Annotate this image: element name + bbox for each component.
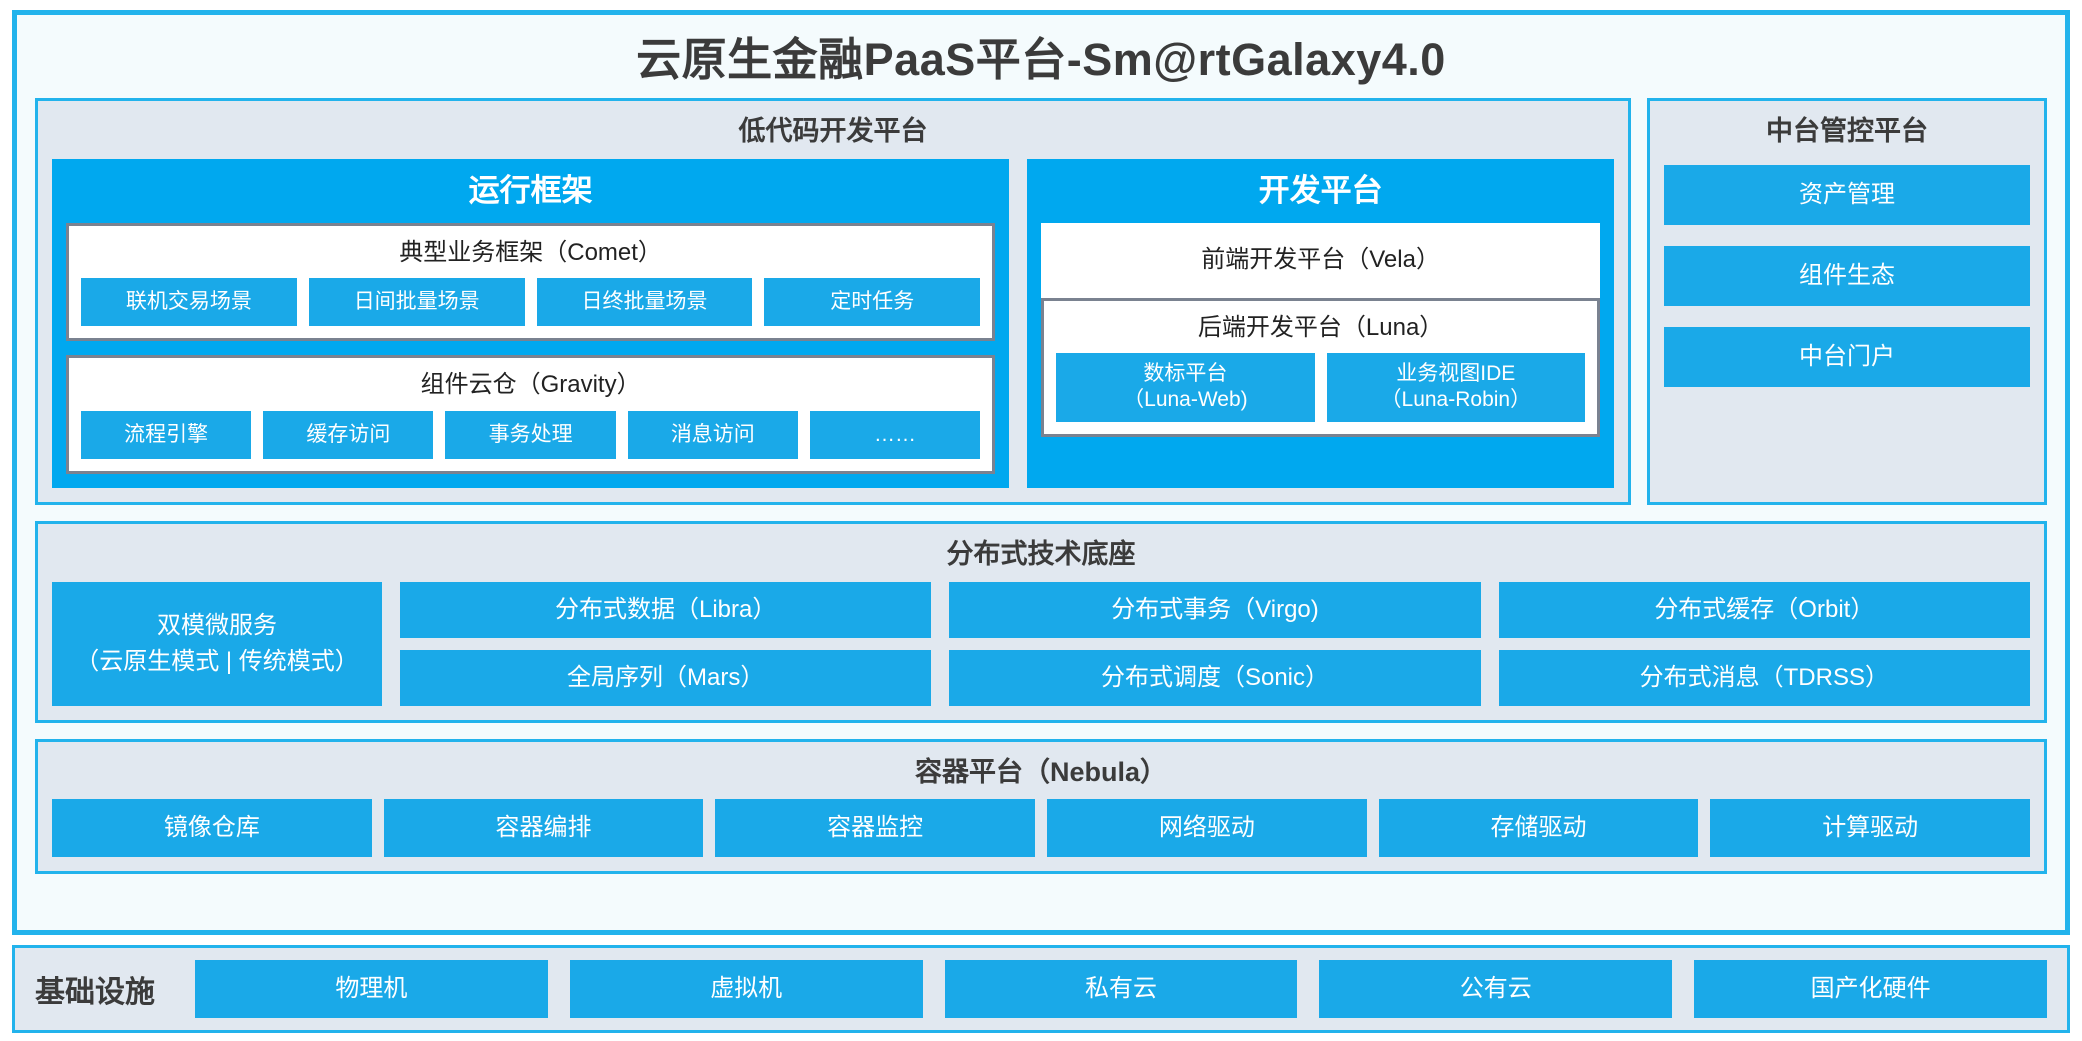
container-item[interactable]: 存储驱动 — [1378, 799, 1699, 858]
top-row: 低代码开发平台 运行框架 典型业务框架（Comet） 联机交易场景 日间批量场景… — [35, 98, 2047, 505]
backend-chip-luna-robin[interactable]: 业务视图IDE （Luna-Robin） — [1326, 353, 1586, 422]
distributed-item[interactable]: 分布式数据（Libra） — [400, 581, 932, 638]
comet-chip-row: 联机交易场景 日间批量场景 日终批量场景 定时任务 — [81, 278, 981, 327]
gravity-chip-row: 流程引擎 缓存访问 事务处理 消息访问 …… — [81, 410, 981, 459]
backend-platform-group: 后端开发平台（Luna） 数标平台 （Luna-Web) 业务视图IDE （Lu… — [1041, 297, 1600, 437]
comet-chip[interactable]: 日终批量场景 — [536, 278, 753, 327]
gravity-chip[interactable]: 缓存访问 — [263, 410, 434, 459]
distributed-item[interactable]: 分布式事务（Virgo) — [949, 581, 1481, 638]
distributed-item[interactable]: 分布式调度（Sonic） — [949, 649, 1481, 706]
backend-chip-label: 数标平台 — [1143, 362, 1228, 386]
infrastructure-label: 基础设施 — [35, 976, 155, 1009]
infrastructure-item[interactable]: 私有云 — [944, 960, 1298, 1018]
dual-mode-microservice-box[interactable]: 双模微服务 （云原生模式 | 传统模式） — [52, 581, 382, 706]
runtime-framework-title: 运行框架 — [468, 172, 593, 208]
control-platform-item[interactable]: 组件生态 — [1664, 245, 2030, 306]
development-platform-title: 开发平台 — [1258, 172, 1383, 208]
gravity-group: 组件云仓（Gravity） 流程引擎 缓存访问 事务处理 消息访问 …… — [66, 355, 996, 474]
infrastructure-item[interactable]: 国产化硬件 — [1694, 960, 2047, 1018]
comet-chip[interactable]: 联机交易场景 — [81, 278, 297, 327]
distributed-foundation-panel: 分布式技术底座 双模微服务 （云原生模式 | 传统模式） 分布式数据（Libra… — [35, 520, 2047, 723]
control-platform-title: 中台管控平台 — [1766, 116, 1928, 146]
backend-chip-row: 数标平台 （Luna-Web) 业务视图IDE （Luna-Robin） — [1056, 353, 1586, 422]
backend-chip-luna-web[interactable]: 数标平台 （Luna-Web) — [1056, 353, 1315, 422]
container-chip-row: 镜像仓库 容器编排 容器监控 网络驱动 存储驱动 计算驱动 — [52, 799, 2031, 858]
lowcode-platform-panel: 低代码开发平台 运行框架 典型业务框架（Comet） 联机交易场景 日间批量场景… — [35, 98, 1631, 505]
container-platform-panel: 容器平台（Nebula） 镜像仓库 容器编排 容器监控 网络驱动 存储驱动 计算… — [35, 738, 2047, 875]
infrastructure-item[interactable]: 虚拟机 — [569, 960, 923, 1018]
gravity-group-title: 组件云仓（Gravity） — [420, 371, 641, 399]
gravity-chip-more[interactable]: …… — [809, 410, 981, 459]
development-platform-box: 开发平台 前端开发平台（Vela） 后端开发平台（Luna） 数标平台 （Lun… — [1027, 158, 1614, 488]
frontend-platform-box[interactable]: 前端开发平台（Vela） — [1041, 223, 1600, 298]
backend-chip-sublabel: （Luna-Robin） — [1380, 388, 1532, 412]
comet-group: 典型业务框架（Comet） 联机交易场景 日间批量场景 日终批量场景 定时任务 — [66, 223, 996, 342]
container-platform-title: 容器平台（Nebula） — [914, 756, 1168, 787]
distributed-item[interactable]: 全局序列（Mars） — [400, 649, 932, 706]
backend-chip-label: 业务视图IDE — [1396, 362, 1516, 386]
lowcode-body: 运行框架 典型业务框架（Comet） 联机交易场景 日间批量场景 日终批量场景 … — [52, 158, 1614, 488]
infrastructure-bar: 基础设施 物理机 虚拟机 私有云 公有云 国产化硬件 — [12, 945, 2070, 1033]
distributed-column-2: 分布式事务（Virgo) 分布式调度（Sonic） — [949, 581, 1481, 706]
control-platform-panel: 中台管控平台 资产管理 组件生态 中台门户 — [1647, 98, 2047, 505]
dual-mode-line2: （云原生模式 | 传统模式） — [75, 647, 359, 675]
runtime-framework-box: 运行框架 典型业务框架（Comet） 联机交易场景 日间批量场景 日终批量场景 … — [52, 158, 1010, 488]
gravity-chip[interactable]: 流程引擎 — [81, 410, 252, 459]
comet-group-title: 典型业务框架（Comet） — [399, 239, 662, 267]
infrastructure-chip-row: 物理机 虚拟机 私有云 公有云 国产化硬件 — [195, 960, 2047, 1018]
comet-chip[interactable]: 定时任务 — [764, 278, 981, 327]
control-platform-stack: 资产管理 组件生态 中台门户 — [1664, 159, 2030, 488]
container-item[interactable]: 镜像仓库 — [52, 799, 372, 858]
distributed-foundation-title: 分布式技术底座 — [946, 538, 1136, 569]
distributed-column-3: 分布式缓存（Orbit） 分布式消息（TDRSS） — [1498, 581, 2030, 706]
comet-chip[interactable]: 日间批量场景 — [308, 278, 525, 327]
distributed-column-1: 分布式数据（Libra） 全局序列（Mars） — [400, 581, 932, 706]
container-item[interactable]: 计算驱动 — [1710, 799, 2031, 858]
distributed-item[interactable]: 分布式缓存（Orbit） — [1498, 581, 2030, 638]
distributed-body: 双模微服务 （云原生模式 | 传统模式） 分布式数据（Libra） 全局序列（M… — [52, 581, 2030, 706]
lowcode-platform-title: 低代码开发平台 — [738, 116, 928, 146]
distributed-item[interactable]: 分布式消息（TDRSS） — [1498, 649, 2030, 706]
control-platform-item[interactable]: 中台门户 — [1664, 326, 2030, 387]
container-item[interactable]: 容器编排 — [383, 799, 704, 858]
gravity-chip[interactable]: 事务处理 — [445, 410, 616, 459]
backend-platform-title: 后端开发平台（Luna） — [1197, 313, 1444, 341]
gravity-chip[interactable]: 消息访问 — [627, 410, 798, 459]
infrastructure-item[interactable]: 物理机 — [195, 960, 548, 1018]
container-item[interactable]: 容器监控 — [715, 799, 1036, 858]
backend-chip-sublabel: （Luna-Web) — [1123, 388, 1248, 412]
platform-main-card: 云原生金融PaaS平台-Sm@rtGalaxy4.0 低代码开发平台 运行框架 … — [12, 10, 2070, 935]
infrastructure-item[interactable]: 公有云 — [1319, 960, 1673, 1018]
dual-mode-line1: 双模微服务 — [157, 611, 277, 639]
page-title: 云原生金融PaaS平台-Sm@rtGalaxy4.0 — [636, 34, 1446, 85]
container-item[interactable]: 网络驱动 — [1047, 799, 1367, 858]
control-platform-item[interactable]: 资产管理 — [1664, 164, 2030, 225]
